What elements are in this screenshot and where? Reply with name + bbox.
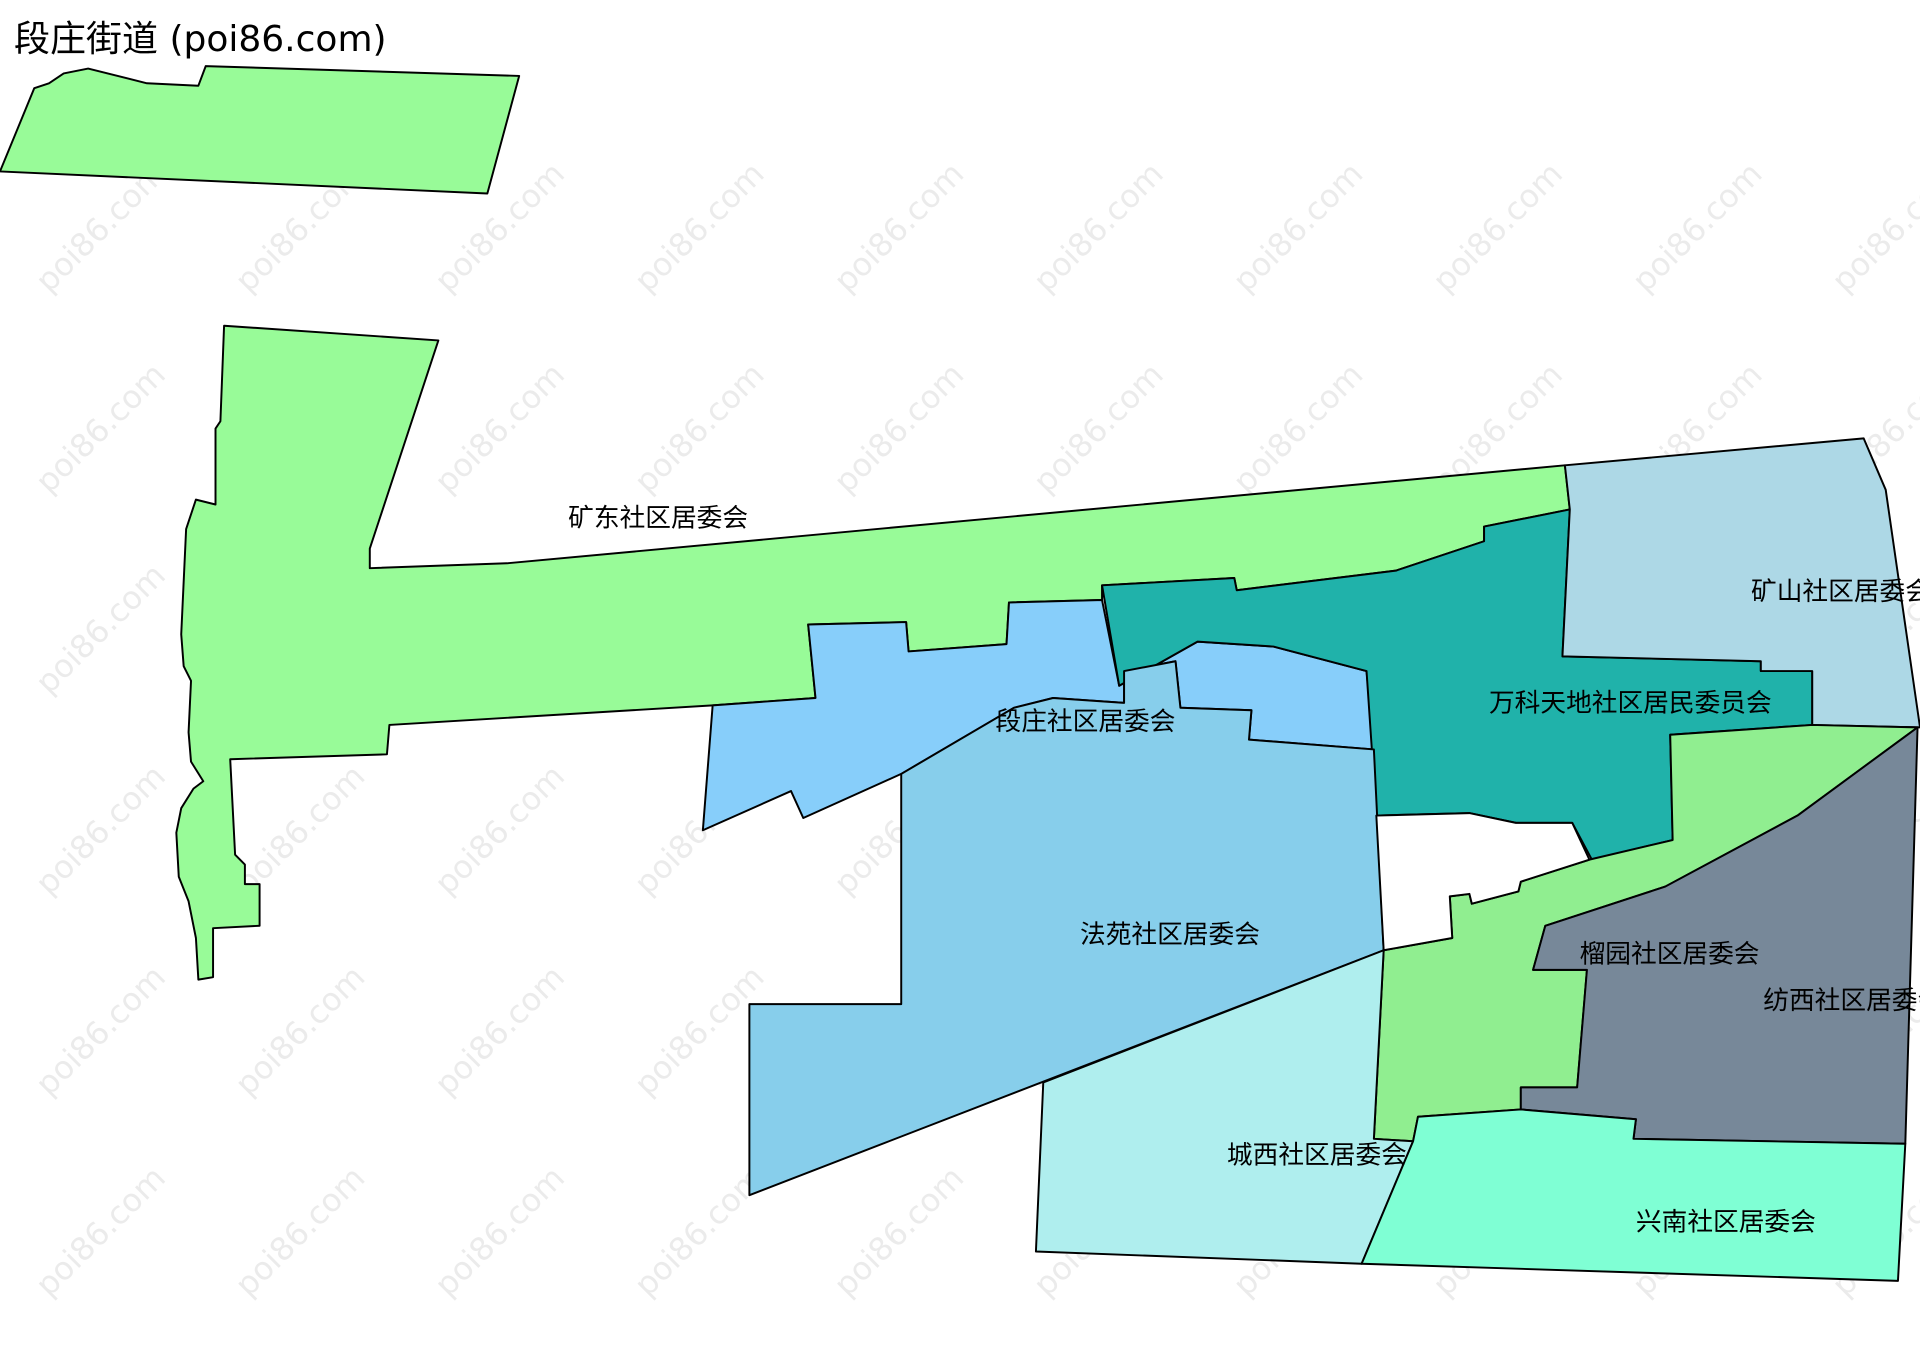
region-xingnan[interactable] xyxy=(1360,1108,1907,1282)
watermark-text: poi86.com xyxy=(1026,154,1171,299)
label-liuyuan: 榴园社区居委会 xyxy=(1580,939,1760,969)
enclave-hole xyxy=(1375,812,1591,952)
watermark-text: poi86.com xyxy=(427,1159,572,1304)
watermark-text: poi86.com xyxy=(28,556,173,701)
label-xingnan: 兴南社区居委会 xyxy=(1636,1208,1816,1238)
watermark-text: poi86.com xyxy=(1824,154,1920,299)
watermark-text: poi86.com xyxy=(826,1159,971,1304)
watermark-text: poi86.com xyxy=(427,355,572,500)
watermark-text: poi86.com xyxy=(1225,154,1370,299)
watermark-text: poi86.com xyxy=(427,757,572,902)
watermark-text: poi86.com xyxy=(28,355,173,500)
watermark-text: poi86.com xyxy=(1625,154,1770,299)
watermark-text: poi86.com xyxy=(1225,355,1370,500)
watermark-text: poi86.com xyxy=(227,958,372,1103)
label-chengxi: 城西社区居委会 xyxy=(1227,1140,1407,1170)
watermark-text: poi86.com xyxy=(227,1159,372,1304)
label-duanzhuang: 段庄社区居委会 xyxy=(996,707,1176,737)
watermark-text: poi86.com xyxy=(28,958,173,1103)
label-wanke: 万科天地社区居民委员会 xyxy=(1489,688,1772,718)
watermark-text: poi86.com xyxy=(826,154,971,299)
watermark-text: poi86.com xyxy=(227,757,372,902)
region-kuangshan[interactable] xyxy=(1561,437,1920,729)
region-fayuan[interactable] xyxy=(748,660,1385,1197)
map-title: 段庄街道 (poi86.com) xyxy=(14,19,387,60)
watermark-text: poi86.com xyxy=(826,355,971,500)
watermark-text: poi86.com xyxy=(627,355,772,500)
watermark-text: poi86.com xyxy=(627,154,772,299)
watermark-text: poi86.com xyxy=(427,958,572,1103)
label-kuangdong: 矿东社区居委会 xyxy=(568,504,748,534)
watermark-text: poi86.com xyxy=(28,1159,173,1304)
watermark-text: poi86.com xyxy=(28,757,173,902)
watermark-text: poi86.com xyxy=(1425,154,1570,299)
watermark-text: poi86.com xyxy=(1026,355,1171,500)
region-kuangdong[interactable] xyxy=(0,65,521,195)
label-fayuan: 法苑社区居委会 xyxy=(1080,920,1260,950)
label-fangxi: 纺西社区居委会 xyxy=(1763,986,1920,1016)
label-kuangshan: 矿山社区居委会 xyxy=(1751,577,1920,607)
